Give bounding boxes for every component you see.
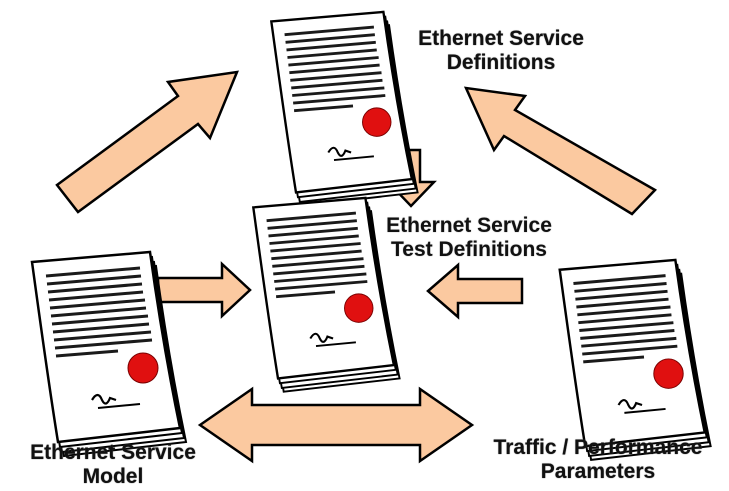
label-traffic-performance-parameters: Traffic / Performance Parameters [470,436,726,484]
label-traffic-line1: Traffic / Performance [493,436,703,459]
arrow-traffic-to-definitions [463,86,658,216]
arrow-model-traffic-bidirectional [197,386,475,464]
label-model-line2: Model [82,465,144,488]
arrows-layer [55,70,658,464]
label-definitions-line2: Definitions [446,51,556,74]
label-traffic-line2: Parameters [540,460,656,483]
arrow-model-to-definitions [55,70,239,214]
label-ethernet-service-model: Ethernet Service Model [0,441,226,489]
label-definitions-line1: Ethernet Service [418,27,584,50]
label-test-definitions-line1: Ethernet Service [386,214,552,237]
label-model-line1: Ethernet Service [30,441,196,464]
arrow-model-to-test [156,261,252,319]
label-ethernet-service-test-definitions: Ethernet Service Test Definitions [354,214,584,262]
doc-stack-traffic [558,258,713,462]
label-ethernet-service-definitions: Ethernet Service Definitions [388,27,614,75]
arrow-traffic-to-test [426,262,524,320]
label-test-definitions-line2: Test Definitions [391,238,547,261]
